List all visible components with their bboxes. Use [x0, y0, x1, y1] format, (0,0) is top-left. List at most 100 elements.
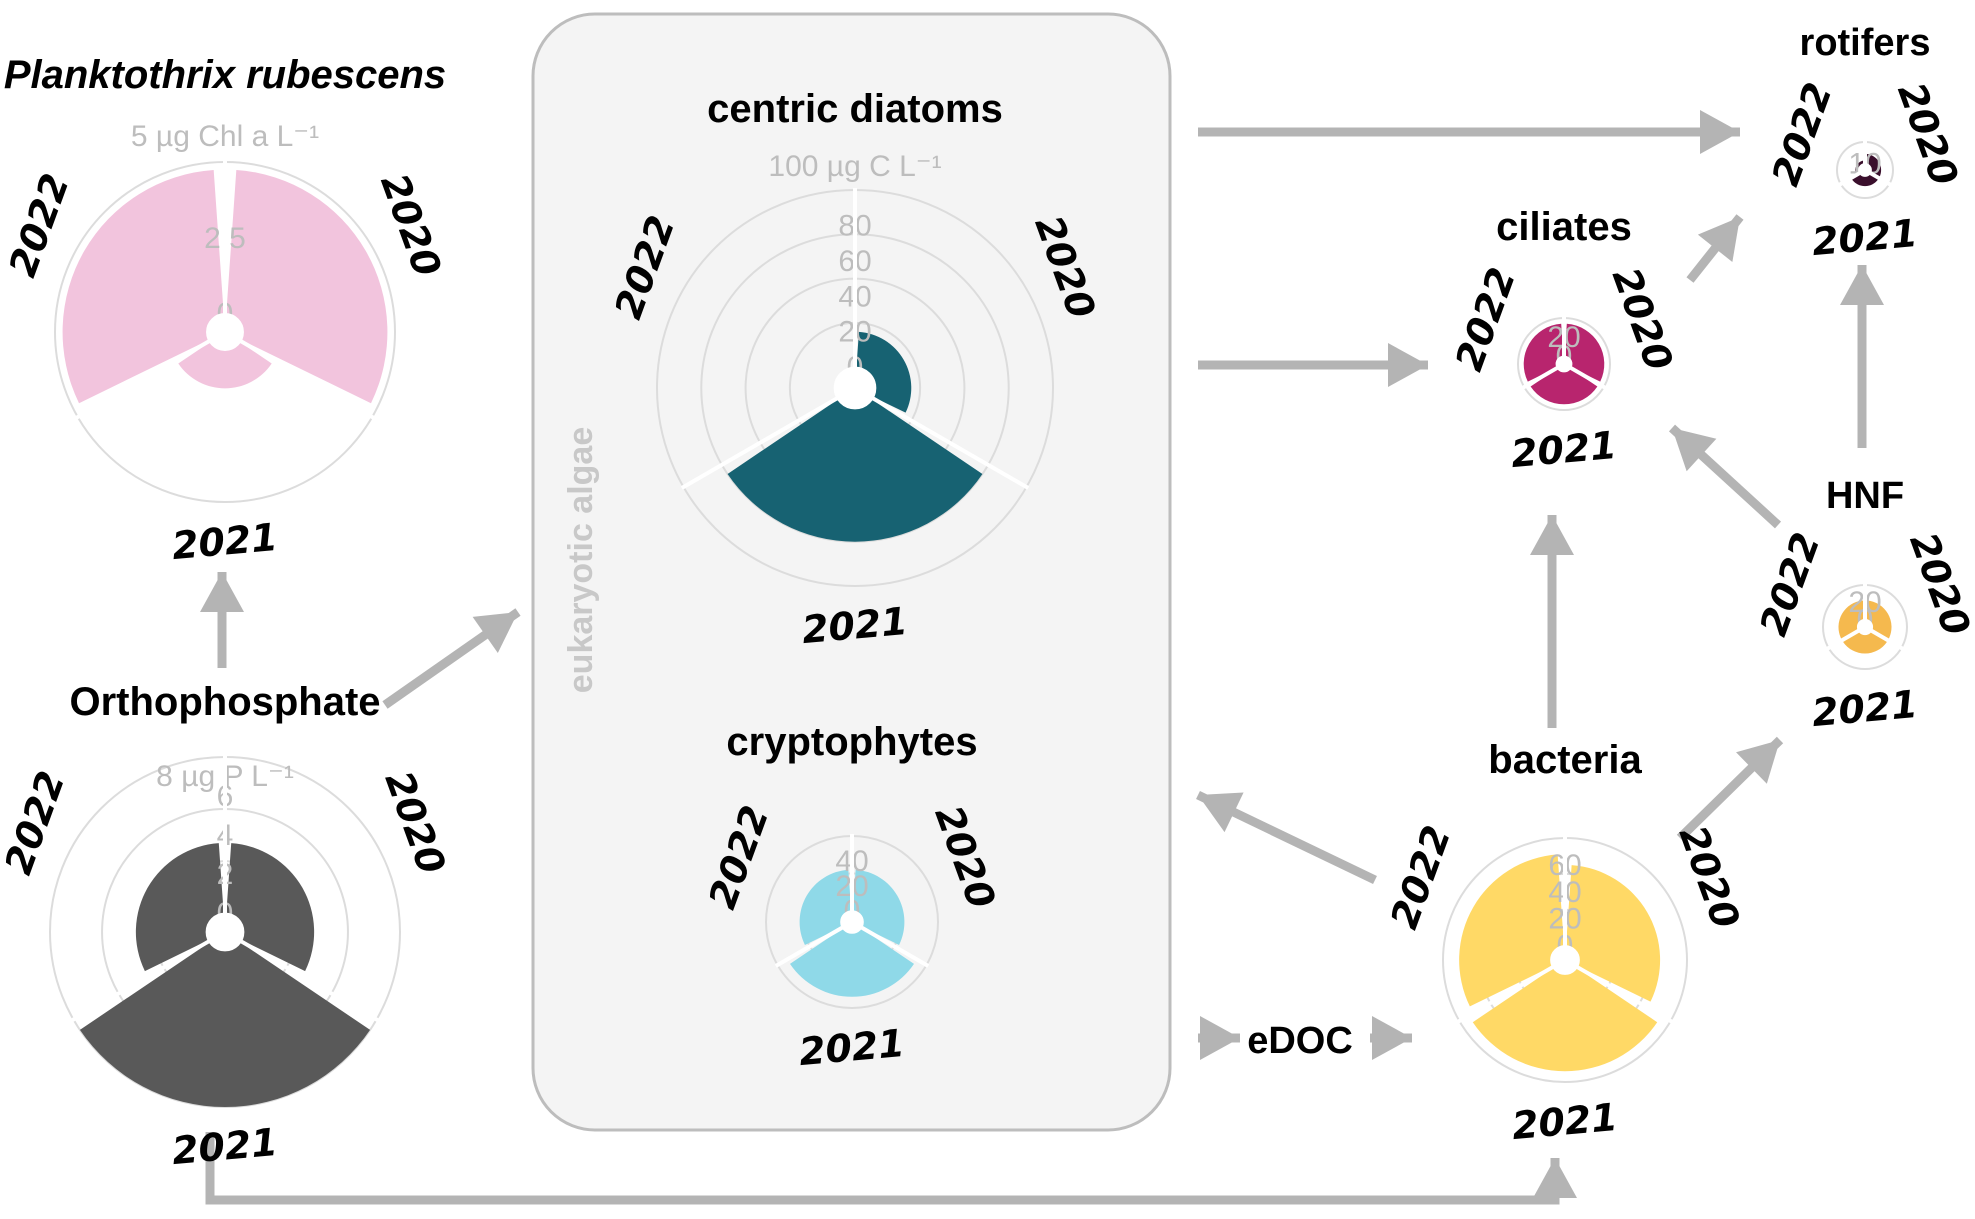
- rotifers-year-2020: 2020: [1889, 77, 1967, 191]
- planktothrix-separator: [75, 339, 211, 420]
- hnf-title: HNF: [1826, 475, 1904, 517]
- ciliates-center-hole: [1555, 355, 1573, 373]
- planktothrix-separator: [239, 339, 375, 420]
- orthophosphate-year-2020: 2020: [377, 765, 455, 879]
- rotifers-separator: [1869, 171, 1892, 187]
- centric-diatoms-wedge-2021: [727, 399, 983, 542]
- arrow-ciliates-to-rotifers-head: [1697, 217, 1740, 263]
- arrow-edoc-to-bacteria-head: [1372, 1016, 1412, 1060]
- bacteria-year-2020: 2020: [1671, 820, 1749, 934]
- rotifers-separator: [1838, 171, 1861, 187]
- orthophosphate-wedge-2022: [135, 843, 224, 972]
- ciliates-wedge-2021: [1530, 368, 1598, 405]
- arrow-bacteria-to-hnf-head: [1736, 740, 1780, 784]
- hnf-center-hole: [1856, 618, 1874, 636]
- ciliates-year-2021: 2021: [1509, 423, 1618, 476]
- planktothrix-title: Planktothrix rubescens: [4, 53, 446, 97]
- centric-diatoms-separator: [872, 396, 1030, 490]
- arrow-hnf-to-rotifers-head: [1840, 265, 1884, 305]
- arrow-orthophosphate-to-algae-head: [472, 612, 518, 653]
- cryptophytes-title: cryptophytes: [726, 720, 977, 764]
- arrow-edoc-stub-head: [1200, 1016, 1240, 1060]
- rotifers-title: rotifers: [1800, 22, 1931, 64]
- hnf-wedge-2020: [1865, 600, 1892, 639]
- arrow-algae-to-rotifers-head: [1700, 110, 1740, 154]
- centric-diatoms-wedge-2020: [856, 331, 912, 413]
- ciliates-separator: [1569, 366, 1607, 390]
- cryptophytes-wedge-2021: [789, 928, 915, 997]
- arrow-bacteria-to-algae-head: [1198, 792, 1244, 833]
- cryptophytes-year-2021: 2021: [797, 1021, 906, 1074]
- hnf-node: 200HNF202020212022: [1751, 475, 1975, 735]
- hnf-wedge-2021: [1843, 631, 1887, 654]
- ciliates-title: ciliates: [1496, 205, 1632, 249]
- arrow-hnf-to-ciliates-head: [1672, 428, 1717, 472]
- orthophosphate-separator: [70, 939, 210, 1023]
- planktothrix-center-hole: [206, 313, 244, 351]
- hnf-wedge-2022: [1838, 600, 1865, 639]
- orthophosphate-center-hole: [205, 912, 245, 952]
- orthophosphate-title: Orthophosphate: [69, 680, 380, 724]
- hnf-year-2022: 2022: [1751, 527, 1829, 641]
- hnf-separator: [1870, 629, 1905, 651]
- bacteria-center-hole: [1550, 945, 1580, 975]
- ciliates-year-2022: 2022: [1447, 262, 1525, 376]
- ciliates-separator: [1521, 366, 1559, 390]
- orthophosphate-separator: [240, 939, 380, 1023]
- edoc-label: eDOC: [1247, 1020, 1353, 1062]
- eukaryotic-algae-box: [531, 12, 1172, 1132]
- orthophosphate-wedge-2021: [79, 942, 371, 1107]
- ciliates-wedge-2022: [1523, 323, 1564, 382]
- orthophosphate-year-2021: 2021: [170, 1120, 279, 1173]
- planktothrix-year-2021: 2021: [170, 515, 279, 568]
- bacteria-node: 6040200bacteria202020212022: [1382, 738, 1748, 1148]
- rotifers-wedge-2021: [1851, 173, 1879, 187]
- bacteria-year-2022: 2022: [1382, 820, 1460, 934]
- centric-diatoms-center-hole: [833, 366, 877, 410]
- hnf-year-2020: 2020: [1901, 527, 1975, 641]
- hnf-separator: [1825, 629, 1860, 651]
- centric-diatoms-year-2021: 2021: [800, 599, 909, 652]
- planktothrix-unit-label: 5 µg Chl a L⁻¹: [131, 120, 319, 153]
- ciliates-wedge-2020: [1564, 323, 1605, 382]
- centric-diatoms-title: centric diatoms: [707, 87, 1003, 131]
- cryptophytes-separator: [860, 925, 930, 968]
- planktothrix-wedge-2021: [178, 342, 272, 389]
- cryptophytes-separator: [774, 925, 844, 968]
- arrow-orthophosphate-to-bacteria-head: [1533, 1158, 1577, 1198]
- arrow-algae-to-ciliates-head: [1388, 343, 1428, 387]
- planktothrix-year-2020: 2020: [372, 168, 450, 282]
- bacteria-separator: [1456, 965, 1554, 1024]
- eukaryotic-algae-label: eukaryotic algae: [562, 427, 600, 693]
- hnf-year-2021: 2021: [1810, 682, 1919, 735]
- arrows: [200, 110, 1884, 1205]
- arrow-bacteria-to-ciliates-head: [1530, 515, 1574, 555]
- cryptophytes-center-hole: [840, 910, 864, 934]
- centric-diatoms-separator: [680, 396, 838, 490]
- rotifers-year-2022: 2022: [1763, 77, 1841, 191]
- planktothrix-wedge-2020: [226, 169, 388, 404]
- rotifers-node: 10rotifers202020212022: [1763, 22, 1966, 264]
- bacteria-year-2021: 2021: [1510, 1095, 1619, 1148]
- ciliates-node: 200ciliates202020212022: [1447, 205, 1682, 476]
- bacteria-wedge-2022: [1459, 854, 1564, 1007]
- planktothrix-wedge-2022: [62, 169, 224, 404]
- arrow-orthophosphate-to-planktothrix-head: [200, 572, 244, 612]
- rotifers-center-hole: [1858, 163, 1872, 177]
- planktothrix-year-2022: 2022: [0, 168, 78, 282]
- bacteria-separator: [1576, 965, 1674, 1024]
- centric-diatoms-unit-label: 100 µg C L⁻¹: [768, 150, 941, 183]
- arrow-orthophosphate-to-bacteria: [205, 1132, 1560, 1205]
- orthophosphate-year-2022: 2022: [0, 765, 73, 879]
- cryptophytes-wedge-2022: [799, 869, 852, 945]
- bacteria-title: bacteria: [1488, 738, 1642, 782]
- cryptophytes-wedge-2020: [852, 869, 905, 945]
- ciliates-year-2020: 2020: [1604, 262, 1682, 376]
- bacteria-wedge-2021: [1472, 968, 1658, 1072]
- rotifers-year-2021: 2021: [1810, 211, 1919, 264]
- orthophosphate-wedge-2020: [226, 843, 315, 972]
- rotifers-wedge-2020: [1865, 153, 1882, 178]
